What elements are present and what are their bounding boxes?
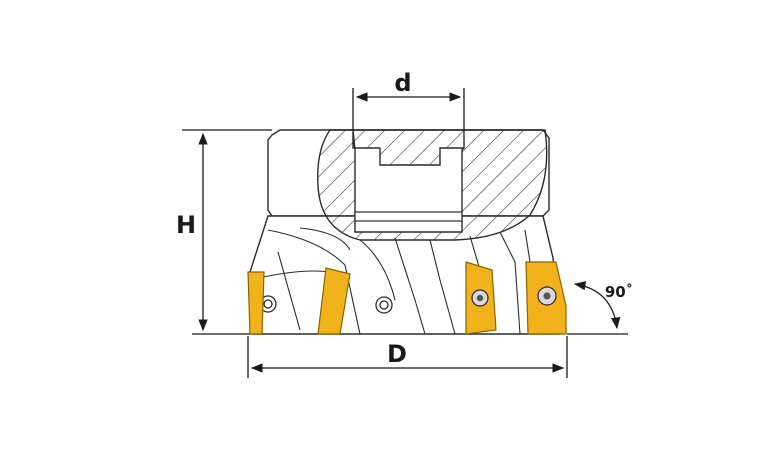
insert-center bbox=[465, 261, 497, 335]
dim-bore-diameter bbox=[352, 88, 465, 130]
label-h: H bbox=[176, 211, 196, 239]
insert-left-edge bbox=[247, 271, 265, 335]
keyway bbox=[354, 211, 463, 222]
dim-height bbox=[182, 129, 272, 335]
dim-cutter-diameter bbox=[247, 336, 568, 378]
bore-slot bbox=[352, 129, 465, 233]
dim-lead-angle bbox=[567, 281, 628, 335]
label-big-d: D bbox=[387, 340, 407, 368]
label-d: d bbox=[394, 69, 411, 97]
label-angle: 90˚ bbox=[605, 283, 633, 301]
insert-right bbox=[525, 261, 567, 335]
flute-lines bbox=[249, 227, 531, 335]
insert-angled bbox=[317, 267, 351, 335]
